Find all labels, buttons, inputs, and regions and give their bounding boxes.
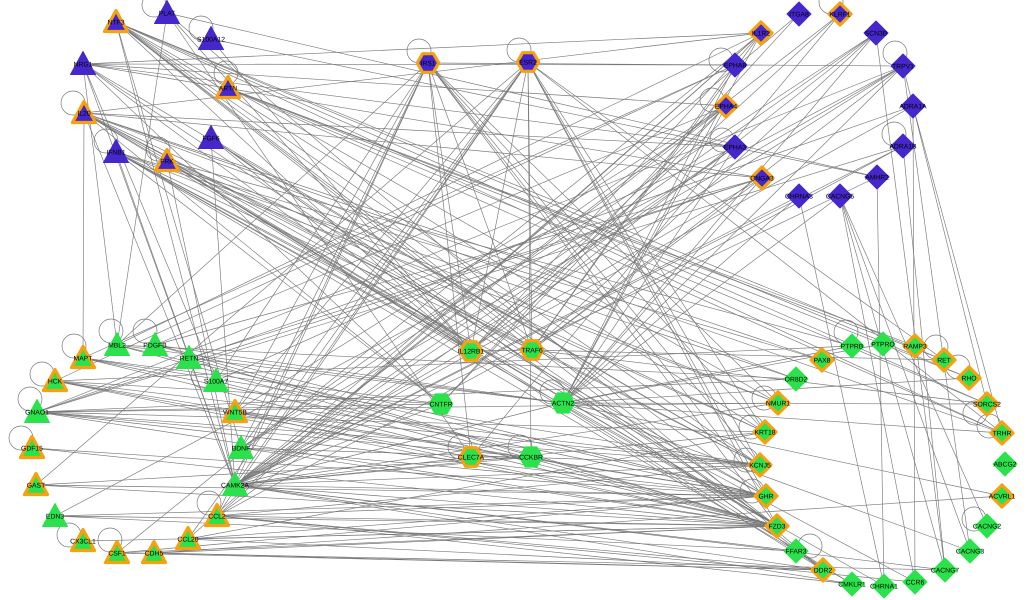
svg-text:CCL2: CCL2 (208, 514, 226, 521)
svg-text:PDGFB: PDGFB (143, 343, 167, 350)
svg-text:GDF15: GDF15 (21, 446, 43, 453)
svg-text:CCR6: CCR6 (906, 580, 925, 587)
svg-text:NRG1: NRG1 (74, 62, 93, 69)
svg-text:IL1R2: IL1R2 (752, 31, 770, 38)
svg-text:CCL20: CCL20 (177, 537, 198, 544)
svg-text:RHO: RHO (961, 376, 976, 383)
svg-text:GHR: GHR (758, 494, 773, 501)
svg-text:ITGA8: ITGA8 (789, 12, 809, 19)
svg-text:EPHA4: EPHA4 (715, 104, 738, 111)
svg-text:CACNG7: CACNG7 (931, 568, 960, 575)
svg-text:MAPT: MAPT (74, 356, 93, 363)
svg-text:DDR2: DDR2 (814, 568, 833, 575)
svg-text:CAMK2A: CAMK2A (221, 483, 249, 490)
svg-text:IFNB1: IFNB1 (106, 150, 125, 157)
svg-text:NMUR1: NMUR1 (766, 401, 790, 408)
svg-text:CMKLR1: CMKLR1 (838, 582, 866, 589)
svg-text:CDH5: CDH5 (145, 551, 164, 558)
svg-text:MBL2: MBL2 (108, 343, 126, 350)
svg-text:CLEC7A: CLEC7A (458, 455, 485, 462)
svg-text:SCN3B: SCN3B (865, 31, 888, 38)
svg-text:RET: RET (937, 358, 951, 365)
svg-text:ACVRL1: ACVRL1 (989, 494, 1016, 501)
svg-text:AMHR2: AMHR2 (865, 175, 889, 182)
svg-text:TRHR: TRHR (993, 431, 1012, 438)
svg-text:ADRA1B: ADRA1B (889, 144, 917, 151)
svg-text:CACNG3: CACNG3 (956, 549, 985, 556)
svg-text:CACNG2: CACNG2 (973, 524, 1002, 531)
svg-text:S100A7: S100A7 (204, 379, 228, 386)
svg-text:BDNF: BDNF (232, 446, 251, 453)
svg-text:TRAF6: TRAF6 (521, 348, 543, 355)
svg-text:CCKBR: CCKBR (519, 455, 543, 462)
svg-text:EPHA3: EPHA3 (724, 145, 747, 152)
svg-text:IRS1: IRS1 (420, 61, 435, 68)
svg-text:TRPV1: TRPV1 (892, 64, 914, 71)
svg-text:FRK: FRK (160, 159, 174, 166)
svg-text:S100A12: S100A12 (197, 37, 225, 44)
svg-text:CX3CL1: CX3CL1 (70, 539, 96, 546)
svg-text:PAX8: PAX8 (814, 358, 831, 365)
svg-text:KRT18: KRT18 (754, 430, 775, 437)
svg-text:KLRF1: KLRF1 (829, 12, 850, 19)
svg-text:OR8D2: OR8D2 (785, 377, 808, 384)
svg-text:CNTFR: CNTFR (429, 402, 452, 409)
svg-text:FGF6: FGF6 (202, 136, 220, 143)
svg-text:EDN3: EDN3 (46, 514, 64, 521)
svg-text:ABCG2: ABCG2 (993, 462, 1016, 469)
svg-text:IL12RB1: IL12RB1 (458, 349, 485, 356)
svg-text:CSF1: CSF1 (108, 551, 126, 558)
svg-text:FFAR3: FFAR3 (785, 549, 806, 556)
svg-text:ADRA1A: ADRA1A (899, 104, 927, 111)
svg-text:CNGA3: CNGA3 (750, 176, 774, 183)
svg-text:PTPRB: PTPRB (841, 344, 864, 351)
svg-text:ARTN: ARTN (219, 86, 237, 93)
svg-text:HCK: HCK (48, 379, 63, 386)
svg-text:SORCS2: SORCS2 (973, 402, 1001, 409)
svg-text:CHRNA1: CHRNA1 (870, 584, 898, 591)
svg-text:RETN: RETN (180, 356, 199, 363)
svg-text:ACTN2: ACTN2 (552, 401, 575, 408)
svg-text:RAMP3: RAMP3 (903, 344, 927, 351)
svg-text:EPHA8: EPHA8 (724, 63, 747, 70)
svg-text:ESR2: ESR2 (519, 60, 537, 67)
svg-text:PLAT: PLAT (159, 11, 176, 18)
svg-text:GNAO1: GNAO1 (25, 410, 49, 417)
svg-text:NTF3: NTF3 (108, 20, 125, 27)
svg-text:CHRNA3: CHRNA3 (785, 194, 813, 201)
svg-text:GAST: GAST (27, 483, 46, 490)
svg-text:IL20: IL20 (77, 111, 90, 118)
svg-text:PTPRO: PTPRO (871, 342, 894, 349)
svg-text:FZD3: FZD3 (769, 524, 786, 531)
svg-text:WNT5B: WNT5B (223, 410, 247, 417)
svg-text:CACNG5: CACNG5 (826, 194, 855, 201)
svg-text:KCNJ5: KCNJ5 (749, 463, 771, 470)
